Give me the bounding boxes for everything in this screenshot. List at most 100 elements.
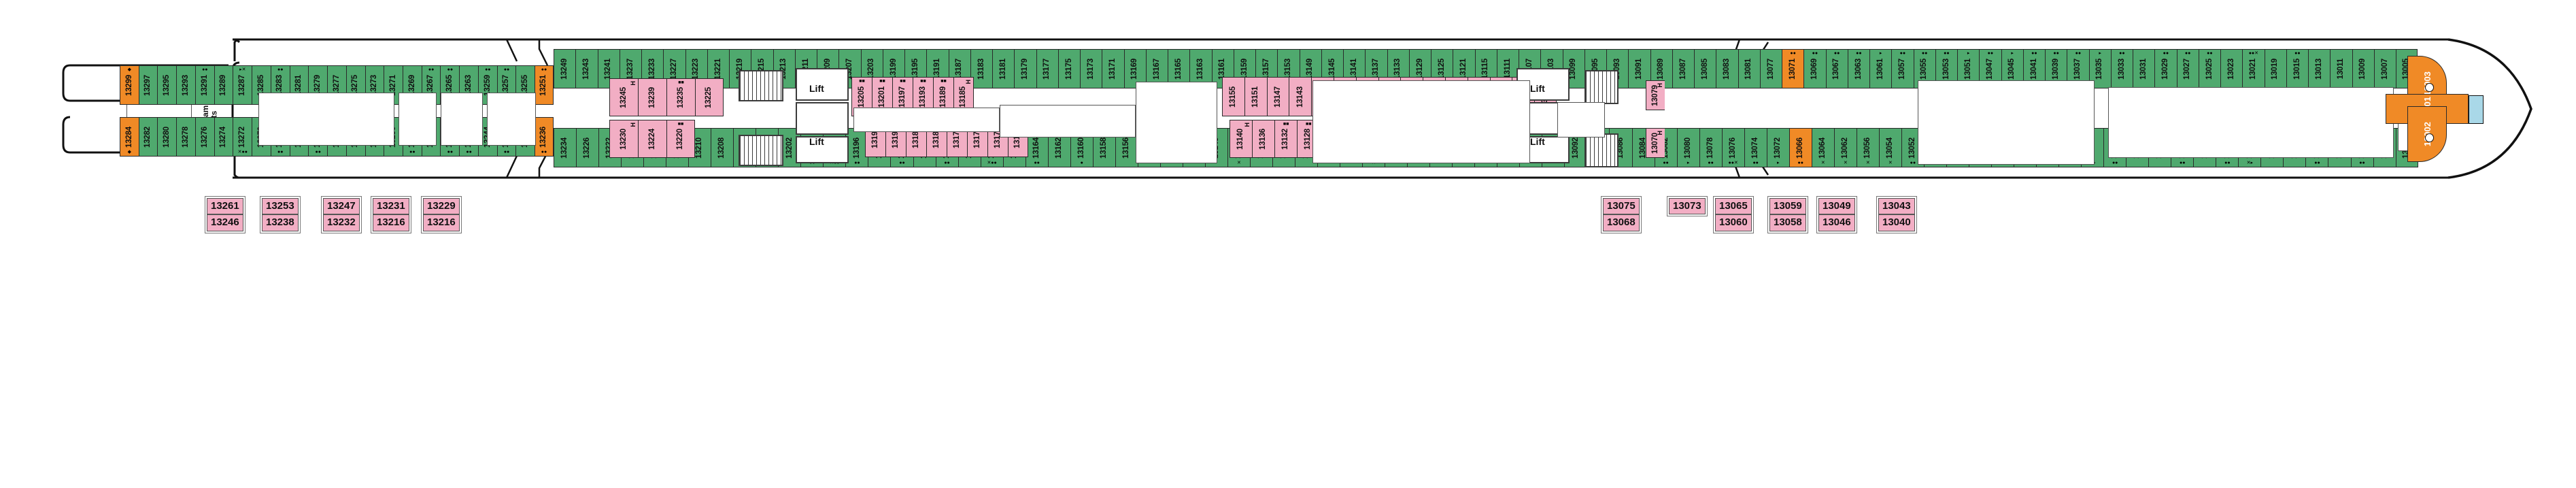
cabin-13297[interactable]: 13297 [138, 65, 158, 105]
cabin-13226[interactable]: 13226 [576, 128, 599, 167]
cabin-13075[interactable]: 13075 [1603, 198, 1640, 215]
cabin-13081[interactable]: 13081 [1738, 49, 1760, 88]
cabin-13143[interactable]: 13143 [1289, 77, 1312, 116]
cabin-13208[interactable]: 13208 [711, 128, 734, 167]
cabin-13249[interactable]: 13249 [554, 49, 576, 88]
cabin-13177[interactable]: 13177 [1036, 49, 1058, 88]
cabin-13049[interactable]: 13049 [1818, 198, 1855, 215]
cabin-13073[interactable]: 13073 [1669, 198, 1706, 215]
cabin-13278[interactable]: 13278 [176, 117, 195, 157]
cabin-13216[interactable]: 13216 [373, 214, 409, 231]
cabin-13023[interactable]: 13023 [2220, 49, 2243, 88]
cabin-13274[interactable]: 13274 [214, 117, 233, 157]
cabin-13225[interactable]: 13225 [695, 78, 724, 116]
cabin-13216b[interactable]: 13216 [423, 214, 460, 231]
cabin-13276[interactable]: 13276 [194, 117, 214, 157]
cabin-13066[interactable]: ●●13066 [1789, 128, 1812, 167]
cabin-13179[interactable]: 13179 [1014, 49, 1036, 88]
inside-pair-13073[interactable]: 13073 [1667, 195, 1708, 217]
cabin-13291[interactable]: ●●13291 [194, 65, 214, 105]
cabin-13063[interactable]: ●●13063 [1847, 49, 1869, 88]
cabin-13087[interactable]: 13087 [1672, 49, 1694, 88]
cabin-13031[interactable]: 13031 [2133, 49, 2155, 88]
cabin-13234[interactable]: 13234 [554, 128, 577, 167]
cabin-13071[interactable]: ●●13071 [1782, 49, 1804, 88]
cabin-13027[interactable]: ●●13027 [2176, 49, 2199, 88]
cabin-13293[interactable]: 13293 [176, 65, 195, 105]
cabin-13280[interactable]: 13280 [157, 117, 177, 157]
cabin-13235[interactable]: ■■13235 [666, 78, 695, 116]
cabin-13060[interactable]: 13060 [1715, 214, 1752, 231]
cabin-13236[interactable]: ●●13236 [535, 117, 554, 157]
cabin-13272[interactable]: ✕●●13272 [233, 117, 252, 157]
cabin-13287[interactable]: ▸✕13287 [233, 65, 252, 105]
cabin-13021[interactable]: ●●✕13021 [2242, 49, 2265, 88]
cabin-13155[interactable]: 13155 [1222, 77, 1244, 116]
cabin-13299[interactable]: ◆13299 [120, 65, 139, 105]
cabin-13247[interactable]: 13247 [323, 198, 360, 215]
cabin-13065[interactable]: 13065 [1715, 198, 1752, 215]
cabin-13056[interactable]: ✕13056 [1856, 128, 1879, 167]
cabin-13173[interactable]: 13173 [1080, 49, 1102, 88]
cabin-13059[interactable]: 13059 [1769, 198, 1806, 215]
cabin-13183[interactable]: 13183 [970, 49, 992, 88]
cabin-13062[interactable]: ✕13062 [1833, 128, 1857, 167]
cabin-13220[interactable]: ■■13220 [666, 120, 695, 158]
cabin-13011[interactable]: 13011 [2330, 49, 2352, 88]
cabin-13282[interactable]: 13282 [138, 117, 158, 157]
cabin-13232[interactable]: 13232 [323, 214, 360, 231]
cabin-13132[interactable]: ■■13132 [1274, 120, 1298, 158]
cabin-13251[interactable]: ●●13251 [535, 65, 554, 105]
inside-cabin-13070[interactable]: H 13070 [1646, 128, 1665, 158]
cabin-13151[interactable]: 13151 [1244, 77, 1267, 116]
cabin-13284[interactable]: ◆13284 [120, 117, 139, 157]
cabin-13025[interactable]: ●●13025 [2198, 49, 2220, 88]
cabin-13295[interactable]: 13295 [157, 65, 177, 105]
cabin-13078[interactable]: ●●13078 [1699, 128, 1722, 167]
cabin-13253[interactable]: 13253 [262, 198, 299, 215]
cabin-13057[interactable]: ●●13057 [1891, 49, 1914, 88]
cabin-13239[interactable]: 13239 [638, 78, 666, 116]
cabin-13029[interactable]: ●●13029 [2154, 49, 2177, 88]
cabin-13033[interactable]: ●●13033 [2110, 49, 2133, 88]
cabin-13015[interactable]: ●●13015 [2286, 49, 2308, 88]
cabin-13083[interactable]: 13083 [1716, 49, 1738, 88]
cabin-13181[interactable]: 13181 [992, 49, 1015, 88]
cabin-13171[interactable]: 13171 [1102, 49, 1124, 88]
cabin-13074[interactable]: ●●13074 [1744, 128, 1767, 167]
cabin-13229[interactable]: 13229 [423, 198, 460, 215]
cabin-13136[interactable]: 13136 [1252, 120, 1275, 158]
cabin-13007[interactable]: 13007 [2373, 49, 2396, 88]
inside-cabin-13079[interactable]: H 13079 [1646, 80, 1665, 110]
cabin-13243[interactable]: 13243 [575, 49, 598, 88]
cabin-13238[interactable]: 13238 [262, 214, 299, 231]
cabin-13013[interactable]: 13013 [2308, 49, 2331, 88]
cabin-13085[interactable]: 13085 [1694, 49, 1716, 88]
cabin-13196[interactable]: ●●13196 [845, 128, 868, 167]
cabin-13261[interactable]: 13261 [207, 198, 243, 215]
cabin-13019[interactable]: 13019 [2264, 49, 2286, 88]
cabin-13069[interactable]: ●●13069 [1803, 49, 1826, 88]
cabin-13077[interactable]: 13077 [1759, 49, 1782, 88]
cabin-13076[interactable]: ●●✕13076 [1721, 128, 1744, 167]
cabin-13040[interactable]: 13040 [1878, 214, 1915, 231]
cabin-13224[interactable]: 13224 [638, 120, 666, 158]
cabin-13061[interactable]: ▸13061 [1869, 49, 1892, 88]
cabin-13046[interactable]: 13046 [1818, 214, 1855, 231]
cabin-13054[interactable]: ✕13054 [1878, 128, 1901, 167]
cabin-13147[interactable]: 13147 [1266, 77, 1289, 116]
cabin-13231[interactable]: 13231 [373, 198, 409, 215]
cabin-13058[interactable]: 13058 [1769, 214, 1806, 231]
